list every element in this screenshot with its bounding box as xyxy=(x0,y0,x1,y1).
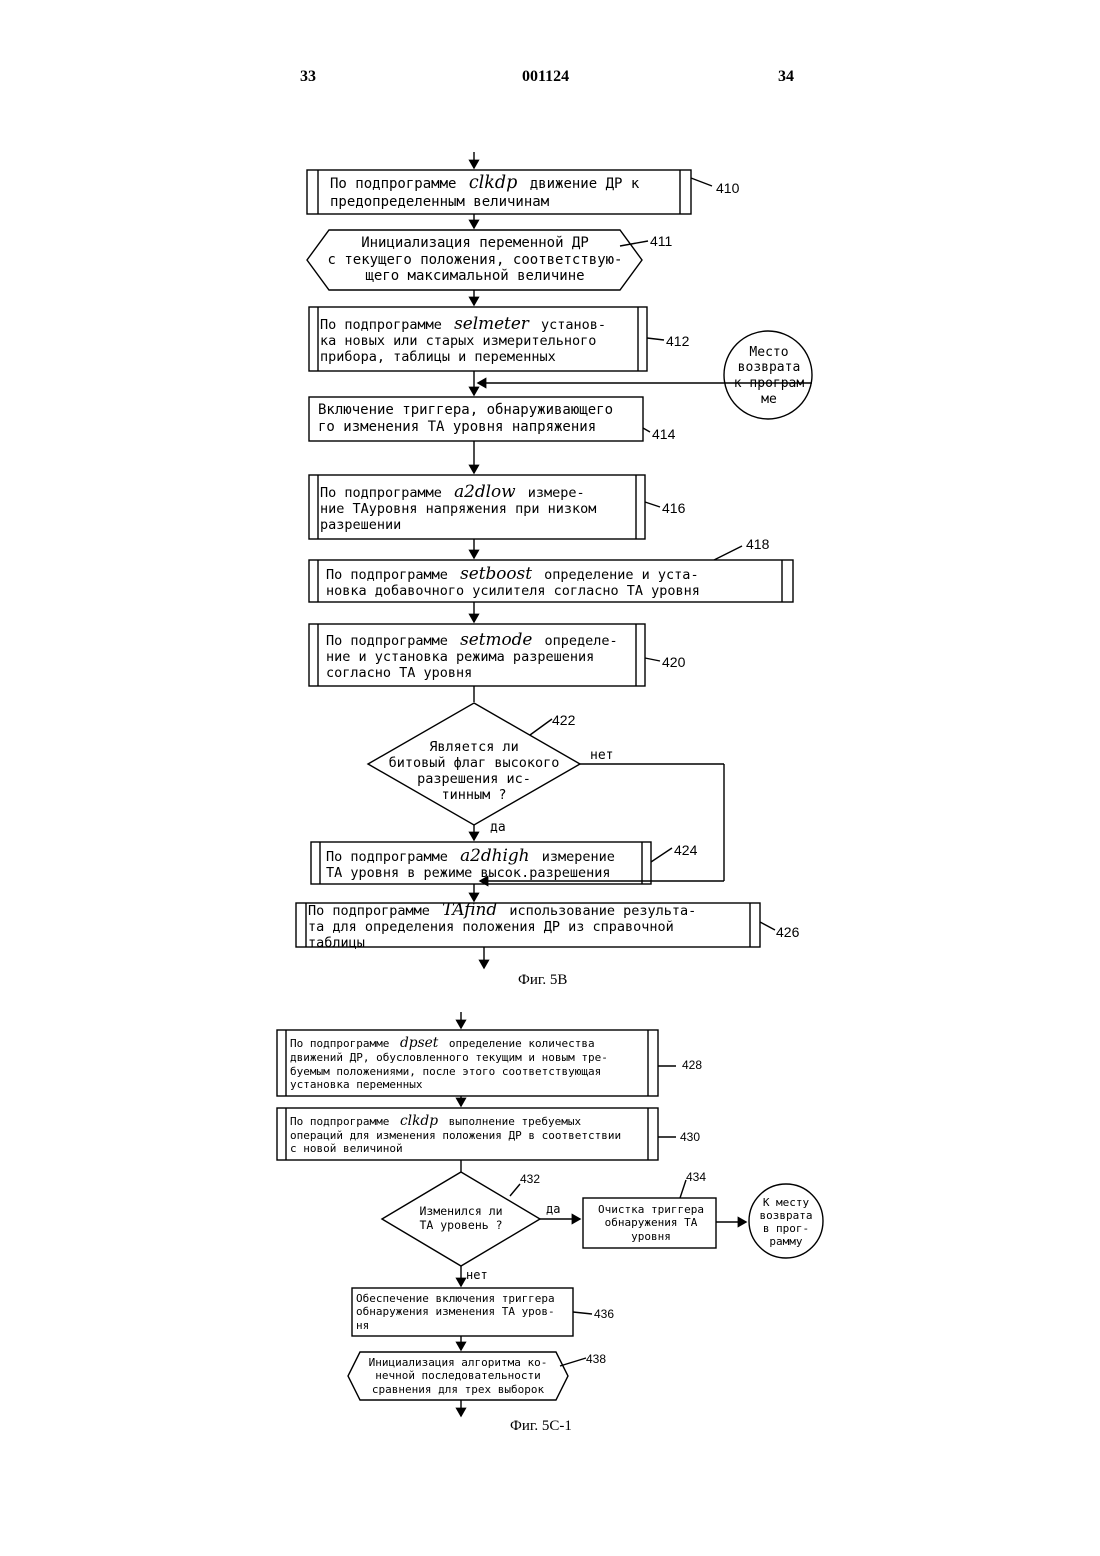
figure-caption-5c1: Фиг. 5С-1 xyxy=(510,1418,572,1435)
routine-name-a2dlow: a2dlow xyxy=(450,481,520,501)
routine-name-setboost: setboost xyxy=(456,563,536,583)
node-418-text: По подпрограмме setboost определение и у… xyxy=(326,562,782,600)
ref-426: 426 xyxy=(776,924,799,940)
ref-412: 412 xyxy=(666,333,689,349)
node-434-text: Очистка триггера обнаружения ТА уровня xyxy=(588,1200,714,1246)
ref-420: 420 xyxy=(662,654,685,670)
ref-411: 411 xyxy=(650,233,672,249)
ref-422: 422 xyxy=(552,712,575,728)
node-420-text: По подпрограмме setmode определе- ние и … xyxy=(326,626,636,684)
node-410-text: По подпрограмме clkdp движение ДР к пред… xyxy=(330,172,680,212)
routine-name-dpset: dpset xyxy=(396,1035,442,1051)
node-412-text: По подпрограмме selmeter установ- ка нов… xyxy=(320,309,638,369)
ref-424: 424 xyxy=(674,842,697,858)
node-432-text: Изменился ли ТА уровень ? xyxy=(392,1198,530,1240)
ref-438: 438 xyxy=(586,1352,606,1366)
leader-410 xyxy=(691,178,712,186)
routine-name-a2dhigh: a2dhigh xyxy=(456,845,533,865)
ref-434: 434 xyxy=(686,1170,706,1184)
label-yes-422: да xyxy=(490,820,506,835)
label-no-422: нет xyxy=(590,748,613,763)
routine-name-setmode: setmode xyxy=(456,629,536,649)
label-yes-432: да xyxy=(546,1202,560,1216)
node-428-text: По подпрограмме dpset определение количе… xyxy=(290,1031,648,1095)
return-point-text: Место возврата к програм ме xyxy=(727,345,811,407)
node-430-text: По подпрограмме clkdp выполнение требуем… xyxy=(290,1109,648,1159)
routine-name-clkdp: clkdp xyxy=(465,173,521,193)
node-411-text: Инициализация переменной ДР с текущего п… xyxy=(310,232,640,288)
figure-caption-5b: Фиг. 5В xyxy=(518,972,567,989)
routine-name-tafind: TAfind xyxy=(438,899,501,919)
node-426-text: По подпрограмме TAfind использование рез… xyxy=(308,904,750,946)
ref-432: 432 xyxy=(520,1172,540,1186)
ref-430: 430 xyxy=(680,1130,700,1144)
ref-414: 414 xyxy=(652,426,675,442)
node-436-text: Обеспечение включения триггера обнаружен… xyxy=(356,1290,572,1334)
ref-416: 416 xyxy=(662,500,685,516)
ref-428: 428 xyxy=(682,1058,702,1072)
ref-436: 436 xyxy=(594,1307,614,1321)
node-416-text: По подпрограмме a2dlow измере- ние ТАуро… xyxy=(320,477,636,537)
label-no-432: нет xyxy=(466,1268,488,1282)
node-414-text: Включение триггера, обнаруживающего го и… xyxy=(318,399,642,439)
node-422-text: Является ли битовый флаг высокого разреш… xyxy=(372,733,576,809)
ref-410: 410 xyxy=(716,180,739,196)
routine-name-selmeter: selmeter xyxy=(450,313,533,333)
routine-name-clkdp-2: clkdp xyxy=(396,1113,442,1129)
node-424-text: По подпрограмме a2dhigh измерение ТА уро… xyxy=(326,844,642,882)
return-to-program-text: К месту возврата в прог- рамму xyxy=(752,1196,820,1248)
ref-418: 418 xyxy=(746,536,769,552)
node-438-text: Инициализация алгоритма ко- нечной после… xyxy=(352,1354,564,1398)
